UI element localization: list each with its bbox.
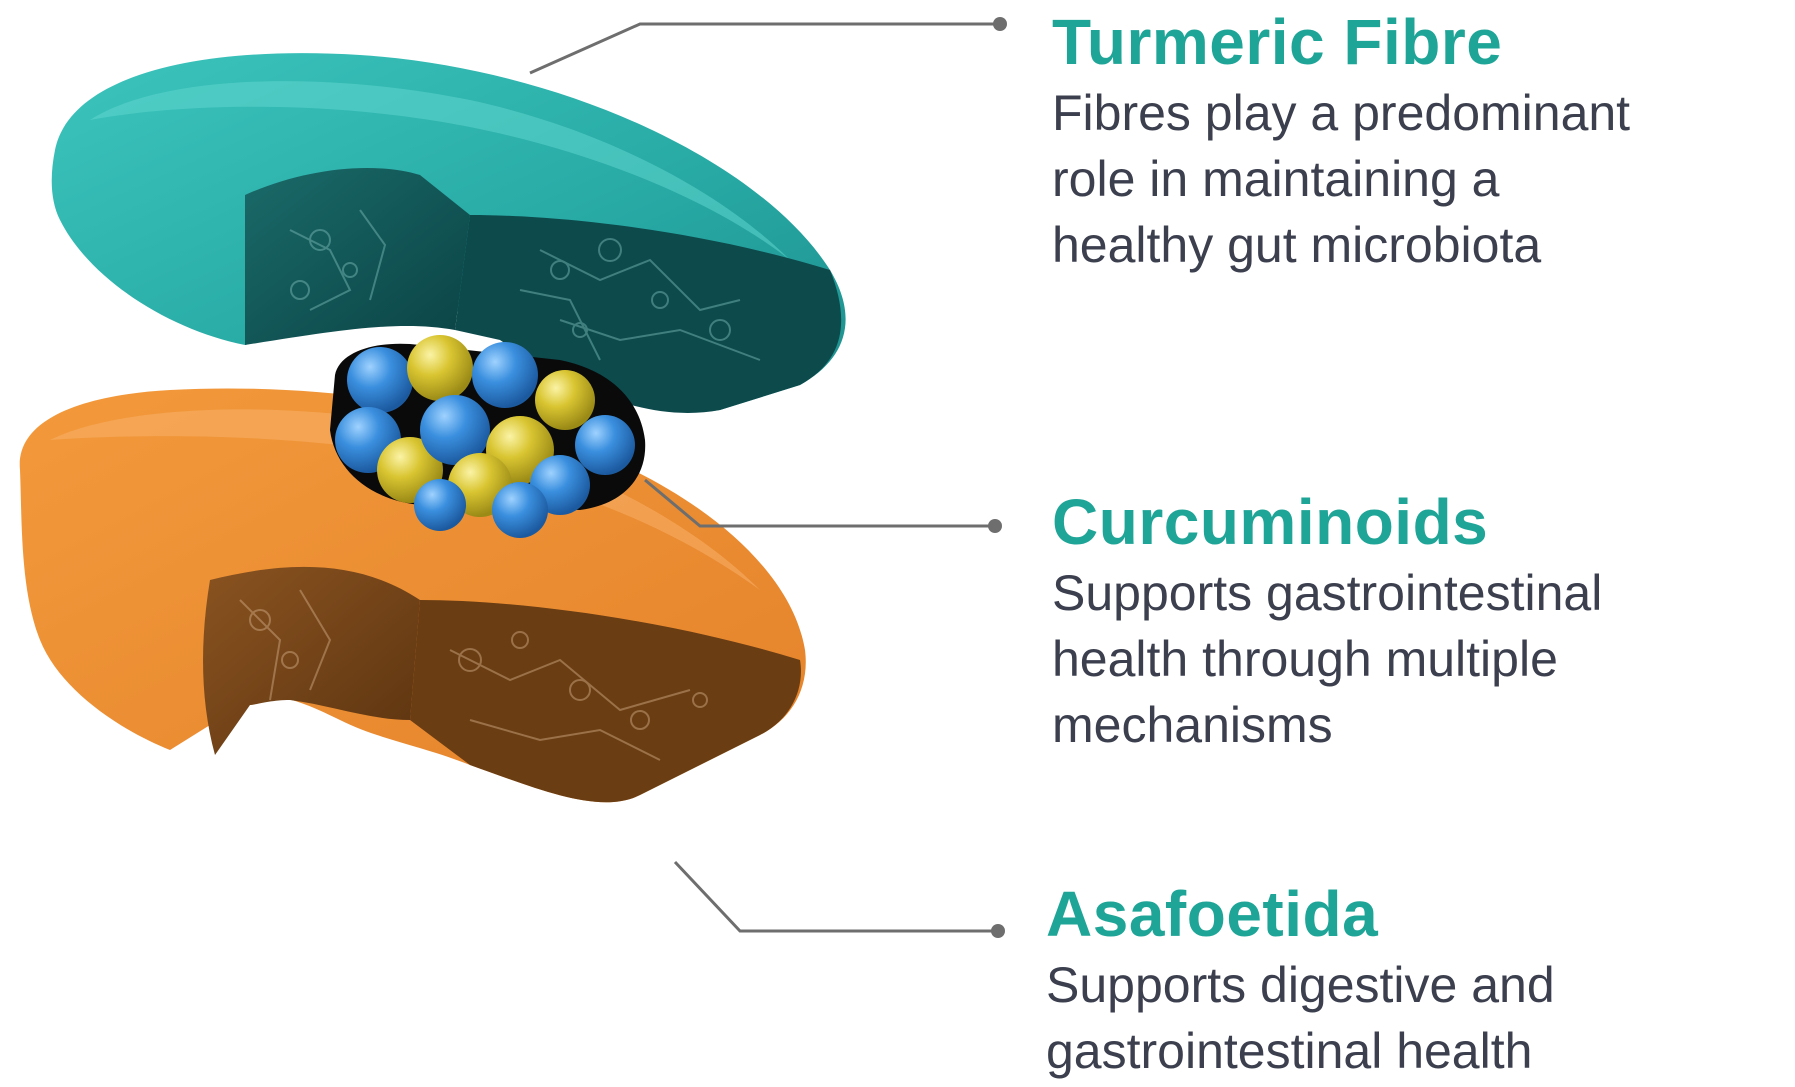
turmeric-fibre-description: Fibres play a predominant role in mainta… (1052, 85, 1631, 273)
asafoetida-description: Supports digestive and gastrointestinal … (1046, 957, 1555, 1079)
leader-line-turmeric (529, 17, 1007, 75)
asafoetida-shape (19, 388, 806, 803)
leader-line-curcuminoids (644, 478, 1002, 533)
asafoetida-label: Asafoetida Supports digestive and gastro… (1046, 876, 1766, 1084)
asafoetida-title: Asafoetida (1046, 878, 1379, 950)
curcuminoids-description: Supports gastrointestinal health through… (1052, 565, 1603, 753)
curcuminoids-label: Curcuminoids Supports gastrointestinal h… (1052, 484, 1772, 758)
curcuminoids-cluster (330, 335, 646, 538)
turmeric-fibre-title: Turmeric Fibre (1052, 6, 1503, 78)
turmeric-fibre-label: Turmeric Fibre Fibres play a predominant… (1052, 4, 1772, 278)
curcuminoids-title: Curcuminoids (1052, 486, 1489, 558)
leader-line-asafoetida (673, 860, 1005, 938)
